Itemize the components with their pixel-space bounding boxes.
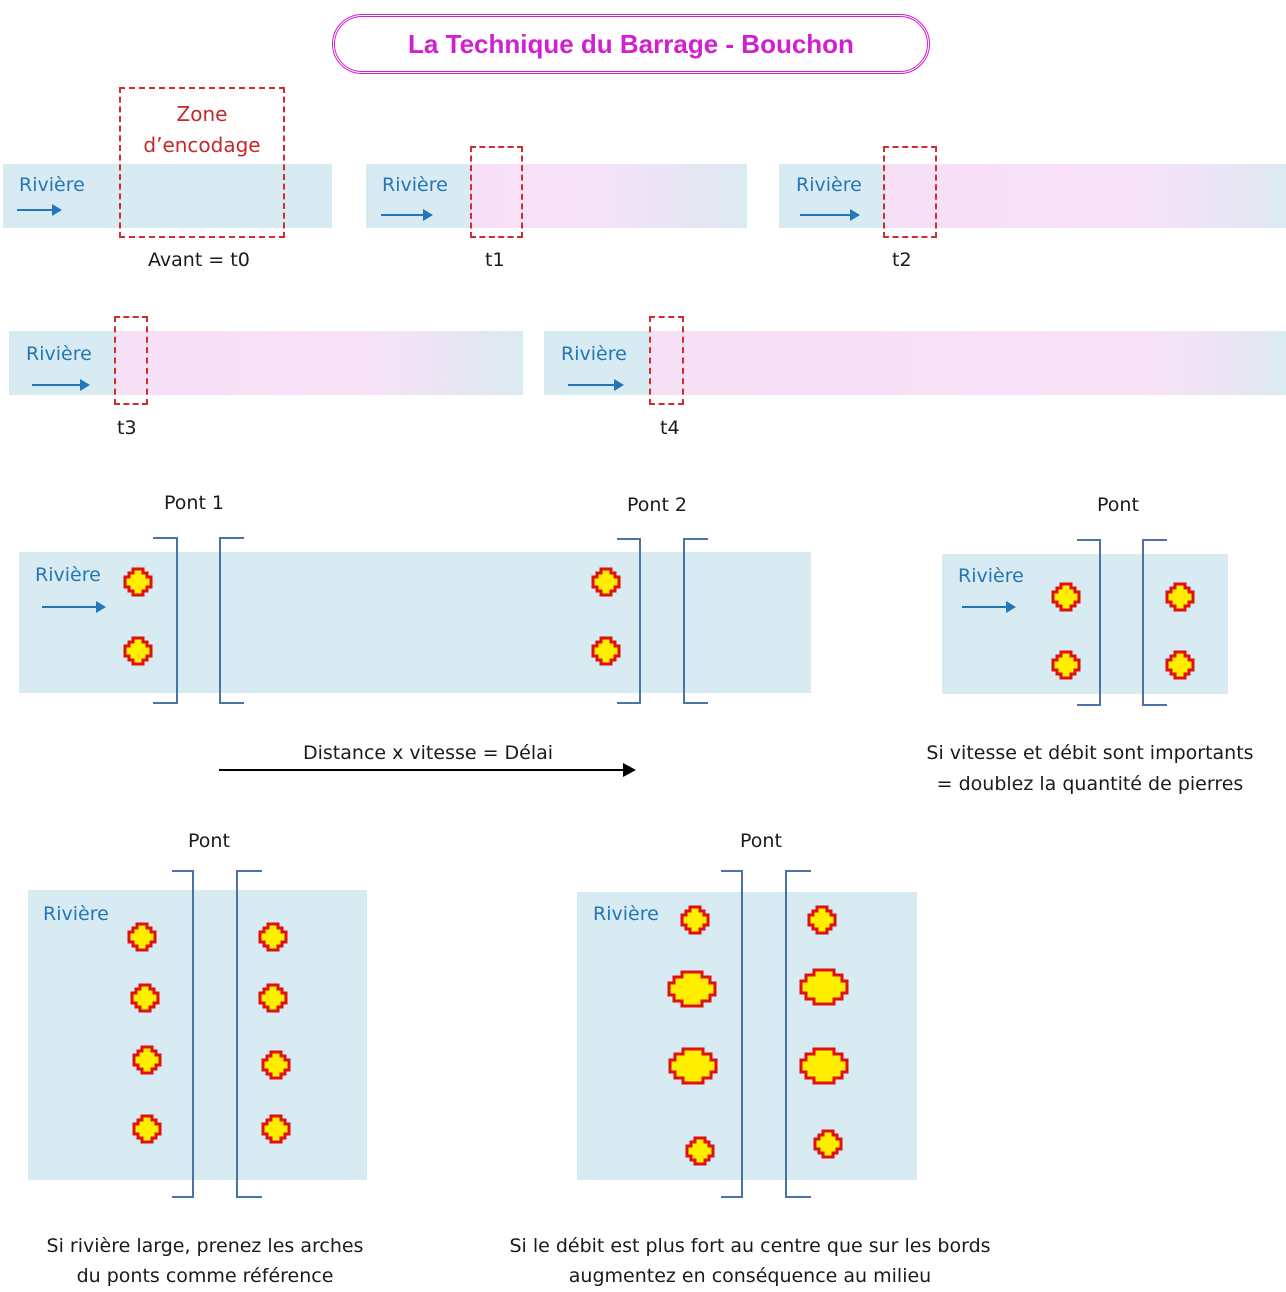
caption-center-flow-1: Si le débit est plus fort au centre que …	[509, 1235, 991, 1257]
stone-icon	[591, 567, 621, 597]
bridge-bracket-icon	[785, 870, 811, 1198]
river-t4	[544, 331, 1286, 395]
bridge-bracket-icon	[617, 538, 641, 704]
river-t2-head	[779, 164, 884, 228]
bridge-bracket-icon	[172, 870, 194, 1198]
bridge-label-pont1: Pont 1	[164, 492, 225, 514]
stone-icon	[680, 905, 710, 935]
arrow-right-icon	[962, 601, 1016, 613]
stone-icon	[807, 905, 837, 935]
arrow-right-icon	[800, 209, 860, 221]
river-center-flow	[577, 892, 917, 1180]
caption-wide-river-2: du ponts comme référence	[76, 1265, 334, 1287]
river-label-t0: Rivière	[19, 174, 85, 196]
encoding-zone-t0	[119, 87, 285, 238]
river-label-t3: Rivière	[26, 343, 92, 365]
encoding-zone-t1	[470, 146, 523, 238]
stone-icon	[132, 1114, 162, 1144]
stone-icon	[127, 922, 157, 952]
river-label-t4: Rivière	[561, 343, 627, 365]
stone-icon	[799, 1047, 849, 1085]
river-label-wide: Rivière	[43, 903, 109, 925]
stone-icon	[1165, 582, 1195, 612]
stone-icon	[123, 567, 153, 597]
caption-double-stones-2: = doublez la quantité de pierres	[936, 773, 1244, 795]
river-label-bridges: Rivière	[35, 564, 101, 586]
bridge-label-pont-c: Pont	[740, 830, 782, 852]
stone-icon	[591, 636, 621, 666]
stone-icon	[813, 1129, 843, 1159]
stone-icon	[258, 983, 288, 1013]
bridge-bracket-icon	[1142, 539, 1167, 706]
river-label-center: Rivière	[593, 903, 659, 925]
stone-icon	[261, 1050, 291, 1080]
arrow-right-icon	[568, 379, 624, 391]
encoding-zone-t3	[114, 316, 148, 405]
bridge-bracket-icon	[1077, 539, 1101, 706]
caption-double-stones-1: Si vitesse et débit sont importants	[926, 742, 1254, 764]
river-t0	[3, 164, 332, 228]
delay-arrow	[219, 769, 627, 771]
river-label-t1: Rivière	[382, 174, 448, 196]
stone-icon	[685, 1136, 715, 1166]
bridge-label-pont2: Pont 2	[627, 494, 688, 516]
bridge-label-pont-b: Pont	[188, 830, 230, 852]
river-t1-head	[366, 164, 471, 228]
arrow-right-icon	[42, 601, 106, 613]
delay-label: Distance x vitesse = Délai	[303, 742, 554, 764]
bridge-bracket-icon	[219, 537, 244, 704]
river-wide	[28, 890, 367, 1180]
encoding-zone-t4	[649, 316, 684, 405]
stone-icon	[258, 922, 288, 952]
stone-icon	[132, 1045, 162, 1075]
stone-icon	[1165, 650, 1195, 680]
arrow-right-icon	[623, 763, 636, 777]
arrow-right-icon	[381, 209, 433, 221]
page-title: La Technique du Barrage - Bouchon	[332, 14, 930, 74]
bridge-label-pont-a: Pont	[1097, 494, 1139, 516]
caption-center-flow-2: augmentez en conséquence au milieu	[568, 1265, 932, 1287]
bridge-bracket-icon	[153, 537, 178, 704]
river-label-double: Rivière	[958, 565, 1024, 587]
stone-icon	[130, 983, 160, 1013]
stone-icon	[1051, 582, 1081, 612]
step-label-t0: Avant = t0	[148, 249, 250, 271]
arrow-right-icon	[32, 379, 90, 391]
arrow-right-icon	[17, 204, 62, 216]
encoding-zone-label: Zone d’encodage	[143, 102, 261, 157]
river-label-t2: Rivière	[796, 174, 862, 196]
stone-icon	[261, 1114, 291, 1144]
stone-icon	[123, 636, 153, 666]
step-label-t3: t3	[117, 417, 137, 439]
caption-wide-river-1: Si rivière large, prenez les arches	[46, 1235, 364, 1257]
stone-icon	[667, 970, 717, 1008]
bridge-bracket-icon	[721, 870, 743, 1198]
bridge-bracket-icon	[236, 870, 262, 1198]
step-label-t4: t4	[660, 417, 680, 439]
encoding-zone-t2	[883, 146, 937, 238]
step-label-t1: t1	[485, 249, 505, 271]
step-label-t2: t2	[892, 249, 912, 271]
stone-icon	[799, 968, 849, 1006]
stone-icon	[668, 1047, 718, 1085]
stone-icon	[1051, 650, 1081, 680]
bridge-bracket-icon	[683, 538, 708, 704]
